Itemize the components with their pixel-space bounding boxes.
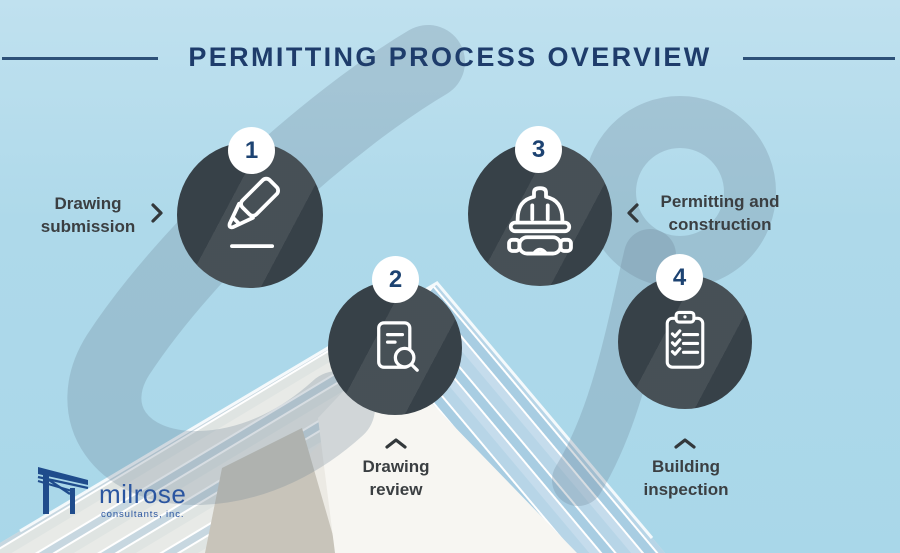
chevron-right-icon: [151, 203, 163, 223]
chevron-up-icon: [385, 438, 407, 449]
page-title: PERMITTING PROCESS OVERVIEW: [188, 42, 712, 72]
step-3-number: 3: [531, 135, 546, 163]
clipboard-checklist-icon: [665, 310, 705, 369]
step-3-number-badge: 3: [515, 126, 562, 173]
chevron-up-icon: [674, 438, 696, 449]
milrose-logo-name: milrose: [99, 479, 187, 509]
milrose-logo-mark-icon: [37, 467, 89, 514]
pencil-icon: [227, 176, 280, 249]
title-rule-left: [2, 57, 158, 60]
step-1-number: 1: [244, 136, 259, 164]
step-4-label: Building inspection: [643, 457, 729, 500]
milrose-logo: milrose consultants, inc.: [36, 464, 186, 520]
chevron-left-icon: [627, 203, 639, 223]
step-3-label: Permitting and construction: [660, 192, 780, 235]
step-1-label: Drawing submission: [40, 194, 136, 237]
step-2-number: 2: [388, 265, 403, 293]
step-2-number-badge: 2: [372, 256, 419, 303]
document-search-icon: [377, 321, 419, 372]
step-4-number-badge: 4: [656, 254, 703, 301]
title-rule-right: [743, 57, 895, 60]
step-4-number: 4: [672, 263, 687, 291]
step-2-circle: [328, 281, 462, 415]
step-2-label: Drawing review: [362, 457, 430, 500]
step-1-number-badge: 1: [228, 127, 275, 174]
hard-hat-goggles-icon: [507, 186, 573, 256]
milrose-logo-tagline: consultants, inc.: [101, 509, 185, 520]
